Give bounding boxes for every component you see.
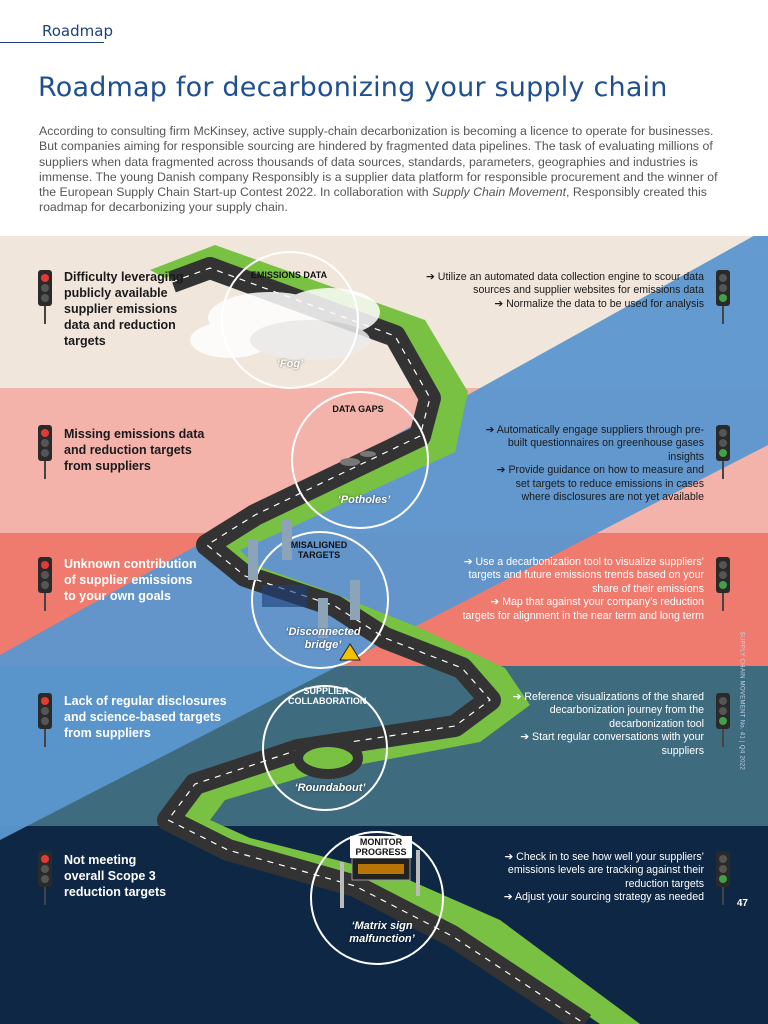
actions-4: ➔ Reference visualizations of the shared… bbox=[504, 691, 704, 758]
intro-text-2: , Responsibly created this roadmap for d… bbox=[39, 185, 707, 215]
pothole bbox=[360, 451, 376, 457]
page-title: Roadmap for decarbonizing your supply ch… bbox=[38, 72, 668, 103]
stage-circle-3 bbox=[251, 531, 389, 669]
action-item: ➔ Use a decarbonization tool to visualiz… bbox=[463, 556, 704, 595]
actions-5: ➔ Check in to see how well your supplier… bbox=[489, 851, 704, 905]
gantry-post bbox=[416, 850, 420, 896]
stage-circle-4 bbox=[262, 685, 388, 811]
stage-label-2: DATA GAPS bbox=[332, 404, 384, 414]
actions-3: ➔ Use a decarbonization tool to visualiz… bbox=[459, 556, 704, 623]
action-item: ➔ Check in to see how well your supplier… bbox=[504, 851, 704, 890]
problem-1: Difficulty leveraging publicly available… bbox=[64, 270, 184, 348]
diagonal-stripe bbox=[0, 236, 768, 840]
pothole bbox=[340, 458, 360, 466]
stage-caption-5: ‘Matrix sign malfunction’ bbox=[349, 920, 415, 945]
gantry-post bbox=[340, 862, 344, 908]
section-tag: Roadmap bbox=[42, 22, 113, 40]
problem-5: Not meeting overall Scope 3 reduction ta… bbox=[64, 853, 167, 899]
stage-label-5: MONITOR PROGRESS bbox=[350, 836, 412, 858]
section-rule bbox=[0, 42, 104, 43]
action-item: ➔ Utilize an automated data collection e… bbox=[425, 271, 704, 297]
bridge-tower bbox=[282, 520, 292, 560]
roundabout bbox=[293, 737, 363, 779]
road-centerline bbox=[167, 267, 586, 1024]
action-item: ➔ Map that against your company’s reduct… bbox=[462, 596, 704, 622]
traffic-light-green bbox=[716, 557, 730, 611]
intro-paragraph: According to consulting firm McKinsey, a… bbox=[39, 124, 729, 216]
stage-circle-1 bbox=[221, 251, 359, 389]
action-item: ➔ Provide guidance on how to measure and… bbox=[496, 464, 704, 504]
stage-caption-2: ‘Potholes’ bbox=[337, 494, 391, 506]
problem-2: Missing emissions data and reduction tar… bbox=[64, 427, 205, 473]
action-item: ➔ Reference visualizations of the shared… bbox=[512, 691, 704, 730]
action-item: ➔ Start regular conversations with your … bbox=[520, 731, 704, 757]
traffic-light-green bbox=[716, 693, 730, 747]
stage-label-4: SUPPLIER COLLABORATION bbox=[288, 686, 367, 706]
traffic-light-green bbox=[716, 425, 730, 479]
stage-caption-4: ‘Roundabout’ bbox=[294, 782, 366, 794]
road-illustration bbox=[0, 236, 768, 1024]
warning-sign bbox=[339, 643, 361, 661]
intro-text-1: According to consulting firm McKinsey, a… bbox=[39, 124, 718, 200]
intro-emphasis: Supply Chain Movement bbox=[432, 185, 567, 200]
traffic-light-red bbox=[38, 693, 52, 747]
problem-3: Unknown contribution of supplier emissio… bbox=[64, 557, 197, 603]
action-item: ➔ Normalize the data to be used for anal… bbox=[494, 297, 704, 310]
action-item: ➔ Automatically engage suppliers through… bbox=[485, 424, 704, 463]
stage-label-1: EMISSIONS DATA bbox=[250, 270, 328, 280]
bridge-gap bbox=[262, 585, 307, 607]
stage-label-3: MISALIGNED TARGETS bbox=[290, 540, 348, 560]
bridge-tower bbox=[318, 598, 328, 638]
stage-caption-3: ‘Disconnected bridge’ bbox=[285, 626, 361, 651]
stage-circle-5 bbox=[310, 831, 444, 965]
traffic-light-green bbox=[716, 270, 730, 324]
stage-circle-2 bbox=[291, 391, 429, 529]
traffic-light-red bbox=[38, 557, 52, 611]
actions-1: ➔ Utilize an automated data collection e… bbox=[414, 271, 704, 311]
problem-4: Lack of regular disclosures and science-… bbox=[64, 694, 227, 740]
traffic-light-green bbox=[716, 851, 730, 905]
bridge-tower bbox=[350, 580, 360, 620]
matrix-display bbox=[358, 864, 404, 874]
traffic-light-red bbox=[38, 270, 52, 324]
actions-2: ➔ Automatically engage suppliers through… bbox=[484, 424, 704, 504]
magazine-side-text: SUPPLY CHAIN MOVEMENT No. 41 | Q4 2022 bbox=[738, 631, 744, 770]
bridge-tower bbox=[248, 540, 258, 580]
stage-caption-1: ‘Fog’ bbox=[276, 358, 304, 370]
action-item: ➔ Adjust your sourcing strategy as neede… bbox=[503, 891, 704, 904]
page-number: 47 bbox=[736, 898, 748, 909]
traffic-light-red bbox=[38, 851, 52, 905]
traffic-light-red bbox=[38, 425, 52, 479]
